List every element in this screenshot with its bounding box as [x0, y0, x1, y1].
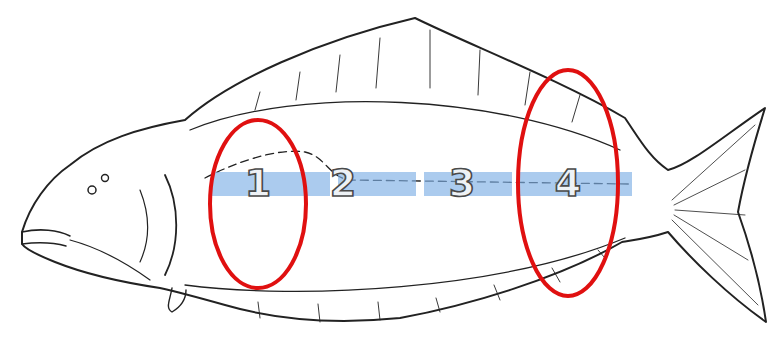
ellipse-outline [208, 118, 308, 290]
callout-number: 1 [245, 164, 271, 202]
highlight-ellipse: 1 [208, 118, 308, 290]
callout-number: 4 [555, 164, 581, 202]
callout-number: 2 [330, 164, 356, 202]
highlight-ellipse: 4 [516, 68, 620, 298]
callout-number: 3 [449, 164, 475, 202]
